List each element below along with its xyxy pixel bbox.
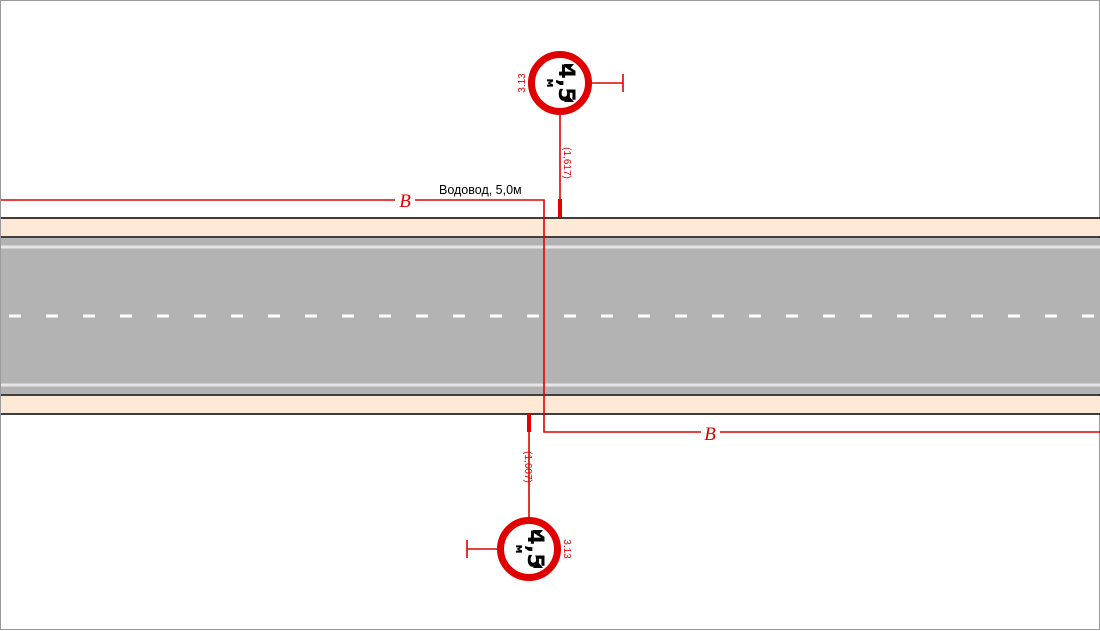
sign-bottom-height-limit[interactable]: 4,5 м [497, 517, 561, 581]
sidewalk-south [1, 396, 1100, 414]
sign-top-ring [528, 51, 592, 115]
sign-top-offset: (1,617) [561, 147, 572, 179]
sign-bottom-face: 4,5 м [513, 530, 547, 569]
water-main-marker-right: B [704, 424, 716, 445]
sign-top-face: 4,5 м [544, 64, 578, 103]
sign-bottom-value: 4,5 [522, 530, 547, 569]
sign-top-arrow-left [564, 64, 574, 70]
road-surface [1, 238, 1100, 394]
sign-bottom-arrow-left [533, 530, 543, 536]
sign-bottom-assembly: (1,607) 4,5 м 3.13 [466, 414, 572, 581]
sign-bottom-arrow-right [533, 562, 543, 568]
sign-top-assembly: (1,617) 4,5 м 3.13 [517, 51, 624, 217]
sign-bottom-ring [497, 517, 561, 581]
sign-top-height-limit[interactable]: 4,5 м [528, 51, 592, 115]
water-main-marker-left: B [399, 191, 411, 212]
sign-top-arrow-right [564, 96, 574, 102]
sign-top-code: 3.13 [517, 73, 528, 93]
water-main-label: Водовод, 5,0м [439, 183, 522, 197]
sign-top-value: 4,5 [553, 64, 578, 103]
sign-bottom-offset: (1,607) [522, 451, 533, 483]
sidewalk-north [1, 218, 1100, 236]
sign-bottom-unit: м [513, 545, 526, 554]
sign-bottom-code: 3.13 [561, 539, 572, 559]
water-main-line-continued [415, 199, 701, 433]
sign-top-unit: м [544, 79, 557, 88]
